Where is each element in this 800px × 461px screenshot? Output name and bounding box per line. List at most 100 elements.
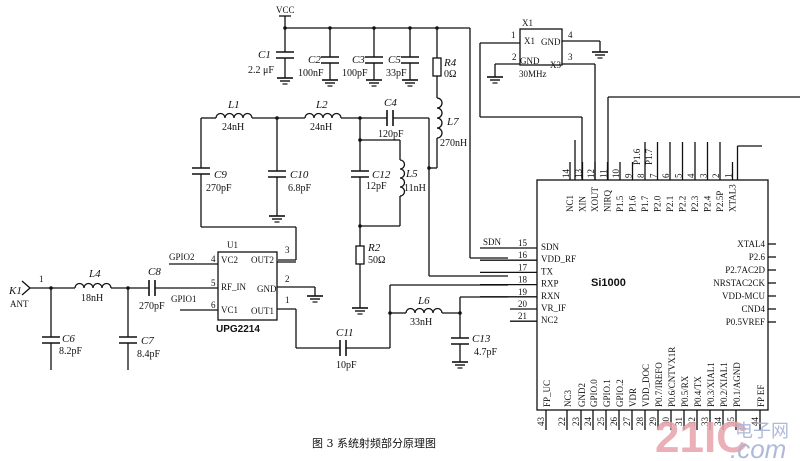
x1-pin-x1: X1 <box>524 36 535 46</box>
capacitor-c8: C8 270pF <box>139 266 218 312</box>
u1-pin-vc1: VC1 <box>221 305 238 315</box>
mcu-pin-name: P2.6 <box>749 252 766 262</box>
mcu-pin-name: P0.4/TX <box>693 376 703 407</box>
capacitor-c5: C5 33pF <box>386 28 419 87</box>
resistor-r2: R2 50Ω <box>351 226 385 315</box>
capacitor-c9: C9 270pF <box>192 118 297 261</box>
mcu-pin-name: VR_IF <box>541 303 566 313</box>
c3-value: 100pF <box>342 68 368 79</box>
u1-pin-num: 3 <box>285 245 290 255</box>
mcu-pin-name: XOUT <box>590 187 600 212</box>
u1-ref: U1 <box>227 240 238 250</box>
mcu-pin-name: P2.0 <box>653 195 663 212</box>
mcu-pin-num: 5 <box>674 173 684 178</box>
u1-pin-gnd: GND <box>257 284 277 294</box>
capacitor-c6: C6 8.2pF <box>42 288 83 370</box>
inductor-l6: L6 33nH <box>388 284 508 328</box>
capacitor-c10: C10 6.8pF <box>268 118 312 223</box>
mcu-pin-name: VDD-MCU <box>722 291 766 301</box>
mcu-pin-num: 28 <box>635 417 645 427</box>
mcu-pin-name: P0.2/XIAL1 <box>719 362 729 407</box>
capacitor-c3: C3 100pF <box>342 28 383 87</box>
mcu-pin-num: 30 <box>661 417 671 427</box>
mcu-pin-name: RXP <box>541 279 559 289</box>
u1-pin-rf-in: RF_IN <box>221 282 247 292</box>
c9-ref: C9 <box>214 169 227 181</box>
mcu-pin-num: 19 <box>518 287 528 297</box>
x1-pin-x3: X3 <box>550 60 561 70</box>
mcu-pin-num: 16 <box>518 250 528 260</box>
mcu-pin-num: 15 <box>518 238 528 248</box>
l1-value: 24nH <box>222 122 244 133</box>
c10-value: 6.8pF <box>288 183 312 194</box>
capacitor-c2: C2 100nF <box>298 28 339 87</box>
mcu-pin-num: 25 <box>596 417 606 427</box>
vcc-label: VCC <box>276 5 295 15</box>
mcu-pin-num: 23 <box>571 417 581 427</box>
net-gpio2: GPIO2 <box>169 252 195 262</box>
c2-ref: C2 <box>308 54 321 66</box>
figure-caption: 图 3 系统射频部分原理图 <box>312 436 436 450</box>
mcu-pin-name: TX <box>541 266 553 276</box>
mcu-pin-name: XIN <box>578 196 588 212</box>
antenna-node: 1 <box>39 274 44 284</box>
net-sdn: SDN <box>483 237 502 247</box>
mcu-pin-name: NRSTAC2CK <box>713 278 765 288</box>
mcu-pin-name: GPIO.1 <box>602 379 612 407</box>
l7-value: 270nH <box>440 138 467 149</box>
antenna-label: ANT <box>10 299 29 309</box>
mcu-pin-name: NIRQ <box>603 190 613 212</box>
mcu-pin-num: 3 <box>699 173 709 178</box>
switch-ic-u1: U1 UPG2214 4 VC2 GPIO2 5 RF_IN 6 VC1 GPI… <box>169 240 340 349</box>
c8-value: 270pF <box>139 301 165 312</box>
mcu-pin-num: 44 <box>750 417 760 427</box>
r2-ref: R2 <box>367 242 381 254</box>
mcu-pin-num: 8 <box>636 173 646 178</box>
u1-pin-num: 4 <box>211 254 216 264</box>
u1-pin-num: 6 <box>211 300 216 310</box>
u1-pin-vc2: VC2 <box>221 255 238 265</box>
mcu-pin-name: VDD_DOC <box>641 364 651 407</box>
x1-pin-gnd4: GND <box>541 37 561 47</box>
c2-value: 100nF <box>298 68 324 79</box>
u1-pin-num: 2 <box>285 274 290 284</box>
mcu-pin-name: XTAL3 <box>728 184 738 212</box>
mcu-pin-name: P0.3/XIAL1 <box>706 362 716 407</box>
mcu-pin-name: P2.1 <box>665 196 675 212</box>
u1-pin-out1: OUT1 <box>251 306 274 316</box>
mcu-pin-num: 31 <box>674 417 684 426</box>
l4-ref: L4 <box>88 268 101 280</box>
x1-pin-num: 4 <box>568 30 573 40</box>
net-gpio1: GPIO1 <box>171 294 197 304</box>
mcu-pin-name: XTAL4 <box>737 239 765 249</box>
inductor-l4: L4 18nH <box>74 268 149 304</box>
u1-pin-out2: OUT2 <box>251 255 274 265</box>
mcu-pin-name: RXN <box>541 291 561 301</box>
mcu-pin-num: 26 <box>609 417 619 427</box>
l5-ref: L5 <box>405 168 418 180</box>
l2-ref: L2 <box>315 99 328 111</box>
mcu-pin-name: CND4 <box>741 304 765 314</box>
c9-value: 270pF <box>206 183 232 194</box>
mcu-pin-num: 7 <box>649 173 659 178</box>
c6-ref: C6 <box>62 333 75 345</box>
mcu-pin-num: 11 <box>599 169 609 178</box>
mcu-pin-name: P0.7/IREFO <box>654 362 664 407</box>
l1-ref: L1 <box>227 99 240 111</box>
mcu-pin-num: 21 <box>518 311 527 321</box>
watermark-dotcom: .com <box>730 434 786 461</box>
l7-ref: L7 <box>446 116 459 128</box>
x1-pin-gnd2: GND <box>520 56 540 66</box>
mcu-pin-name: GPIO.2 <box>615 379 625 407</box>
l6-value: 33nH <box>410 317 432 328</box>
mcu-part: Si1000 <box>591 277 626 289</box>
mcu-pin-name: P1.6 <box>628 195 638 212</box>
resistor-r4: R4 0Ω <box>432 28 457 98</box>
c6-value: 8.2pF <box>59 346 83 357</box>
mcu-pin-num: 4 <box>686 173 696 178</box>
capacitor-c13: C13 4.7pF <box>451 313 498 369</box>
capacitor-c1: C1 2.2 μF <box>248 28 294 85</box>
c4-ref: C4 <box>384 97 397 109</box>
mcu-pin-name: GPIO.0 <box>589 379 599 407</box>
